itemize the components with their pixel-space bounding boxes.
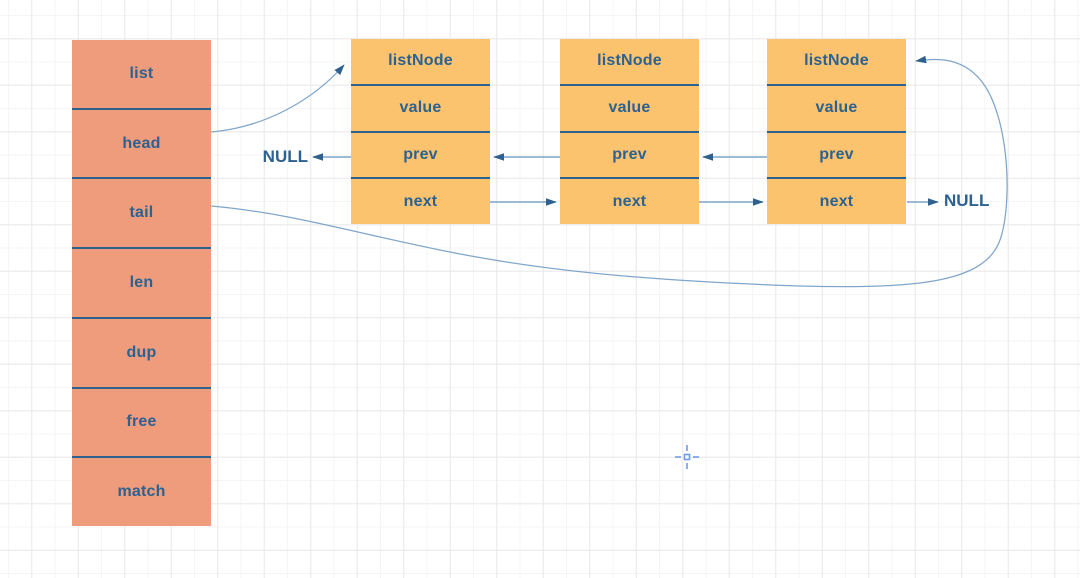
node1-value-row[interactable]: value <box>351 83 490 131</box>
struct-row-head[interactable]: head <box>72 107 211 178</box>
struct-row-tail[interactable]: tail <box>72 177 211 247</box>
node1-next-row[interactable]: next <box>351 177 490 224</box>
node2-next-row[interactable]: next <box>560 177 699 224</box>
node3-title-row[interactable]: listNode <box>804 52 869 70</box>
node3-prev-row[interactable]: prev <box>767 130 906 178</box>
list-node-box-3[interactable]: listNode value prev next <box>767 39 906 224</box>
node1-title-row[interactable]: listNode <box>388 52 453 70</box>
crosshair-cursor-icon <box>675 445 699 469</box>
node2-title-row[interactable]: listNode <box>597 52 662 70</box>
struct-row-match[interactable]: match <box>72 456 211 526</box>
struct-row-len[interactable]: len <box>72 247 211 317</box>
struct-row-dup[interactable]: dup <box>72 316 211 387</box>
null-label-left[interactable]: NULL <box>262 147 308 166</box>
node2-value-row[interactable]: value <box>560 83 699 131</box>
struct-row-free[interactable]: free <box>72 386 211 457</box>
node3-next-row[interactable]: next <box>767 177 906 224</box>
list-node-box-2[interactable]: listNode value prev next <box>560 39 699 224</box>
node2-prev-row[interactable]: prev <box>560 130 699 178</box>
null-label-right[interactable]: NULL <box>944 191 990 210</box>
node1-prev-row[interactable]: prev <box>351 130 490 178</box>
edge-head-to-node1[interactable] <box>210 64 345 133</box>
struct-row-list[interactable]: list <box>129 64 154 82</box>
list-node-box-1[interactable]: listNode value prev next <box>351 39 490 224</box>
list-struct-box[interactable]: list head tail len dup free match <box>72 40 211 526</box>
node3-value-row[interactable]: value <box>767 83 906 131</box>
